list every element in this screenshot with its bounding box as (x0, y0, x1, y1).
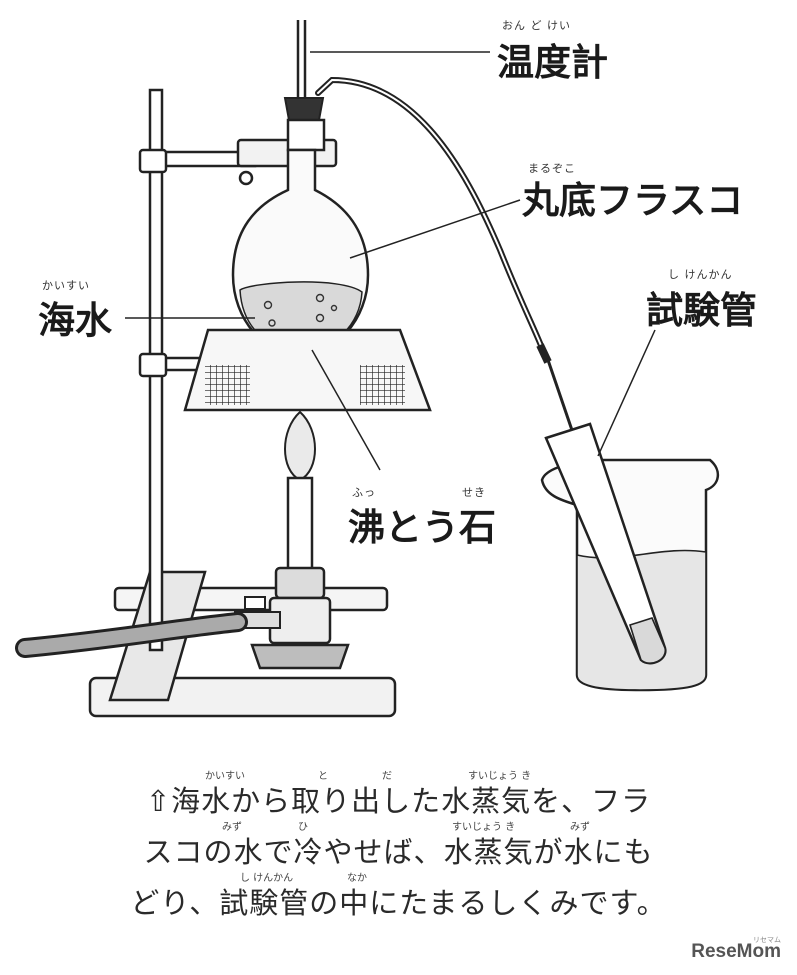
flask-ruby: まるぞこ (528, 162, 576, 175)
caption-ruby: し けんかん (240, 873, 294, 884)
logo-text: ReseMom (691, 941, 781, 962)
test-tube-ruby: し けんかん (668, 268, 733, 281)
thermometer-label: 温度計 (497, 41, 608, 84)
caption-ruby: すいじょう き (452, 822, 516, 833)
resemom-logo: ReseMom リセマム (691, 937, 781, 963)
thermometer-ruby: おん ど けい (502, 19, 571, 32)
caption-ruby: みず (570, 822, 590, 833)
caption-line-3: どり、試験管の中にたまるしくみです。 (130, 886, 667, 920)
flask-stopper (283, 97, 326, 152)
lower-clamp (138, 352, 212, 378)
seawater-label: 海水 (38, 299, 112, 342)
leader-lines (125, 51, 656, 471)
round-bottom-flask (231, 148, 370, 357)
gas-burner (234, 476, 350, 670)
caption-ruby: だ (382, 771, 392, 782)
seawater-ruby: かいすい (42, 279, 90, 292)
caption-line-1: ⇧海水から取り出した水蒸気を、フラ (0, 778, 797, 820)
wire-gauze (183, 328, 432, 412)
caption-line-2: スコの水で冷やせば、水蒸気が水にも (143, 835, 654, 869)
caption-ruby: なか (347, 873, 367, 884)
flask-label: 丸底フラスコ (522, 179, 744, 222)
logo-subtext: リセマム (753, 937, 781, 944)
caption-ruby: すいじょう き (468, 771, 532, 782)
caption-ruby: ひ (298, 822, 308, 833)
boiling-stone-ruby-b: せき (462, 486, 486, 499)
caption-ruby: みず (222, 822, 242, 833)
caption-ruby: かいすい (205, 771, 245, 782)
test-tube-label: 試験管 (646, 289, 757, 332)
gas-hose (15, 612, 248, 658)
up-arrow-icon: ⇧ (145, 784, 172, 818)
burner-flame (284, 410, 316, 482)
caption-ruby: と (318, 771, 328, 782)
test-tube (544, 422, 667, 665)
upper-clamp (138, 138, 338, 186)
caption-text-1: 海水から取り出した水蒸気を、フラ (171, 784, 652, 818)
boiling-stone-label: 沸とう石 (348, 506, 496, 549)
boiling-stone-ruby-a: ふっ (352, 486, 376, 499)
